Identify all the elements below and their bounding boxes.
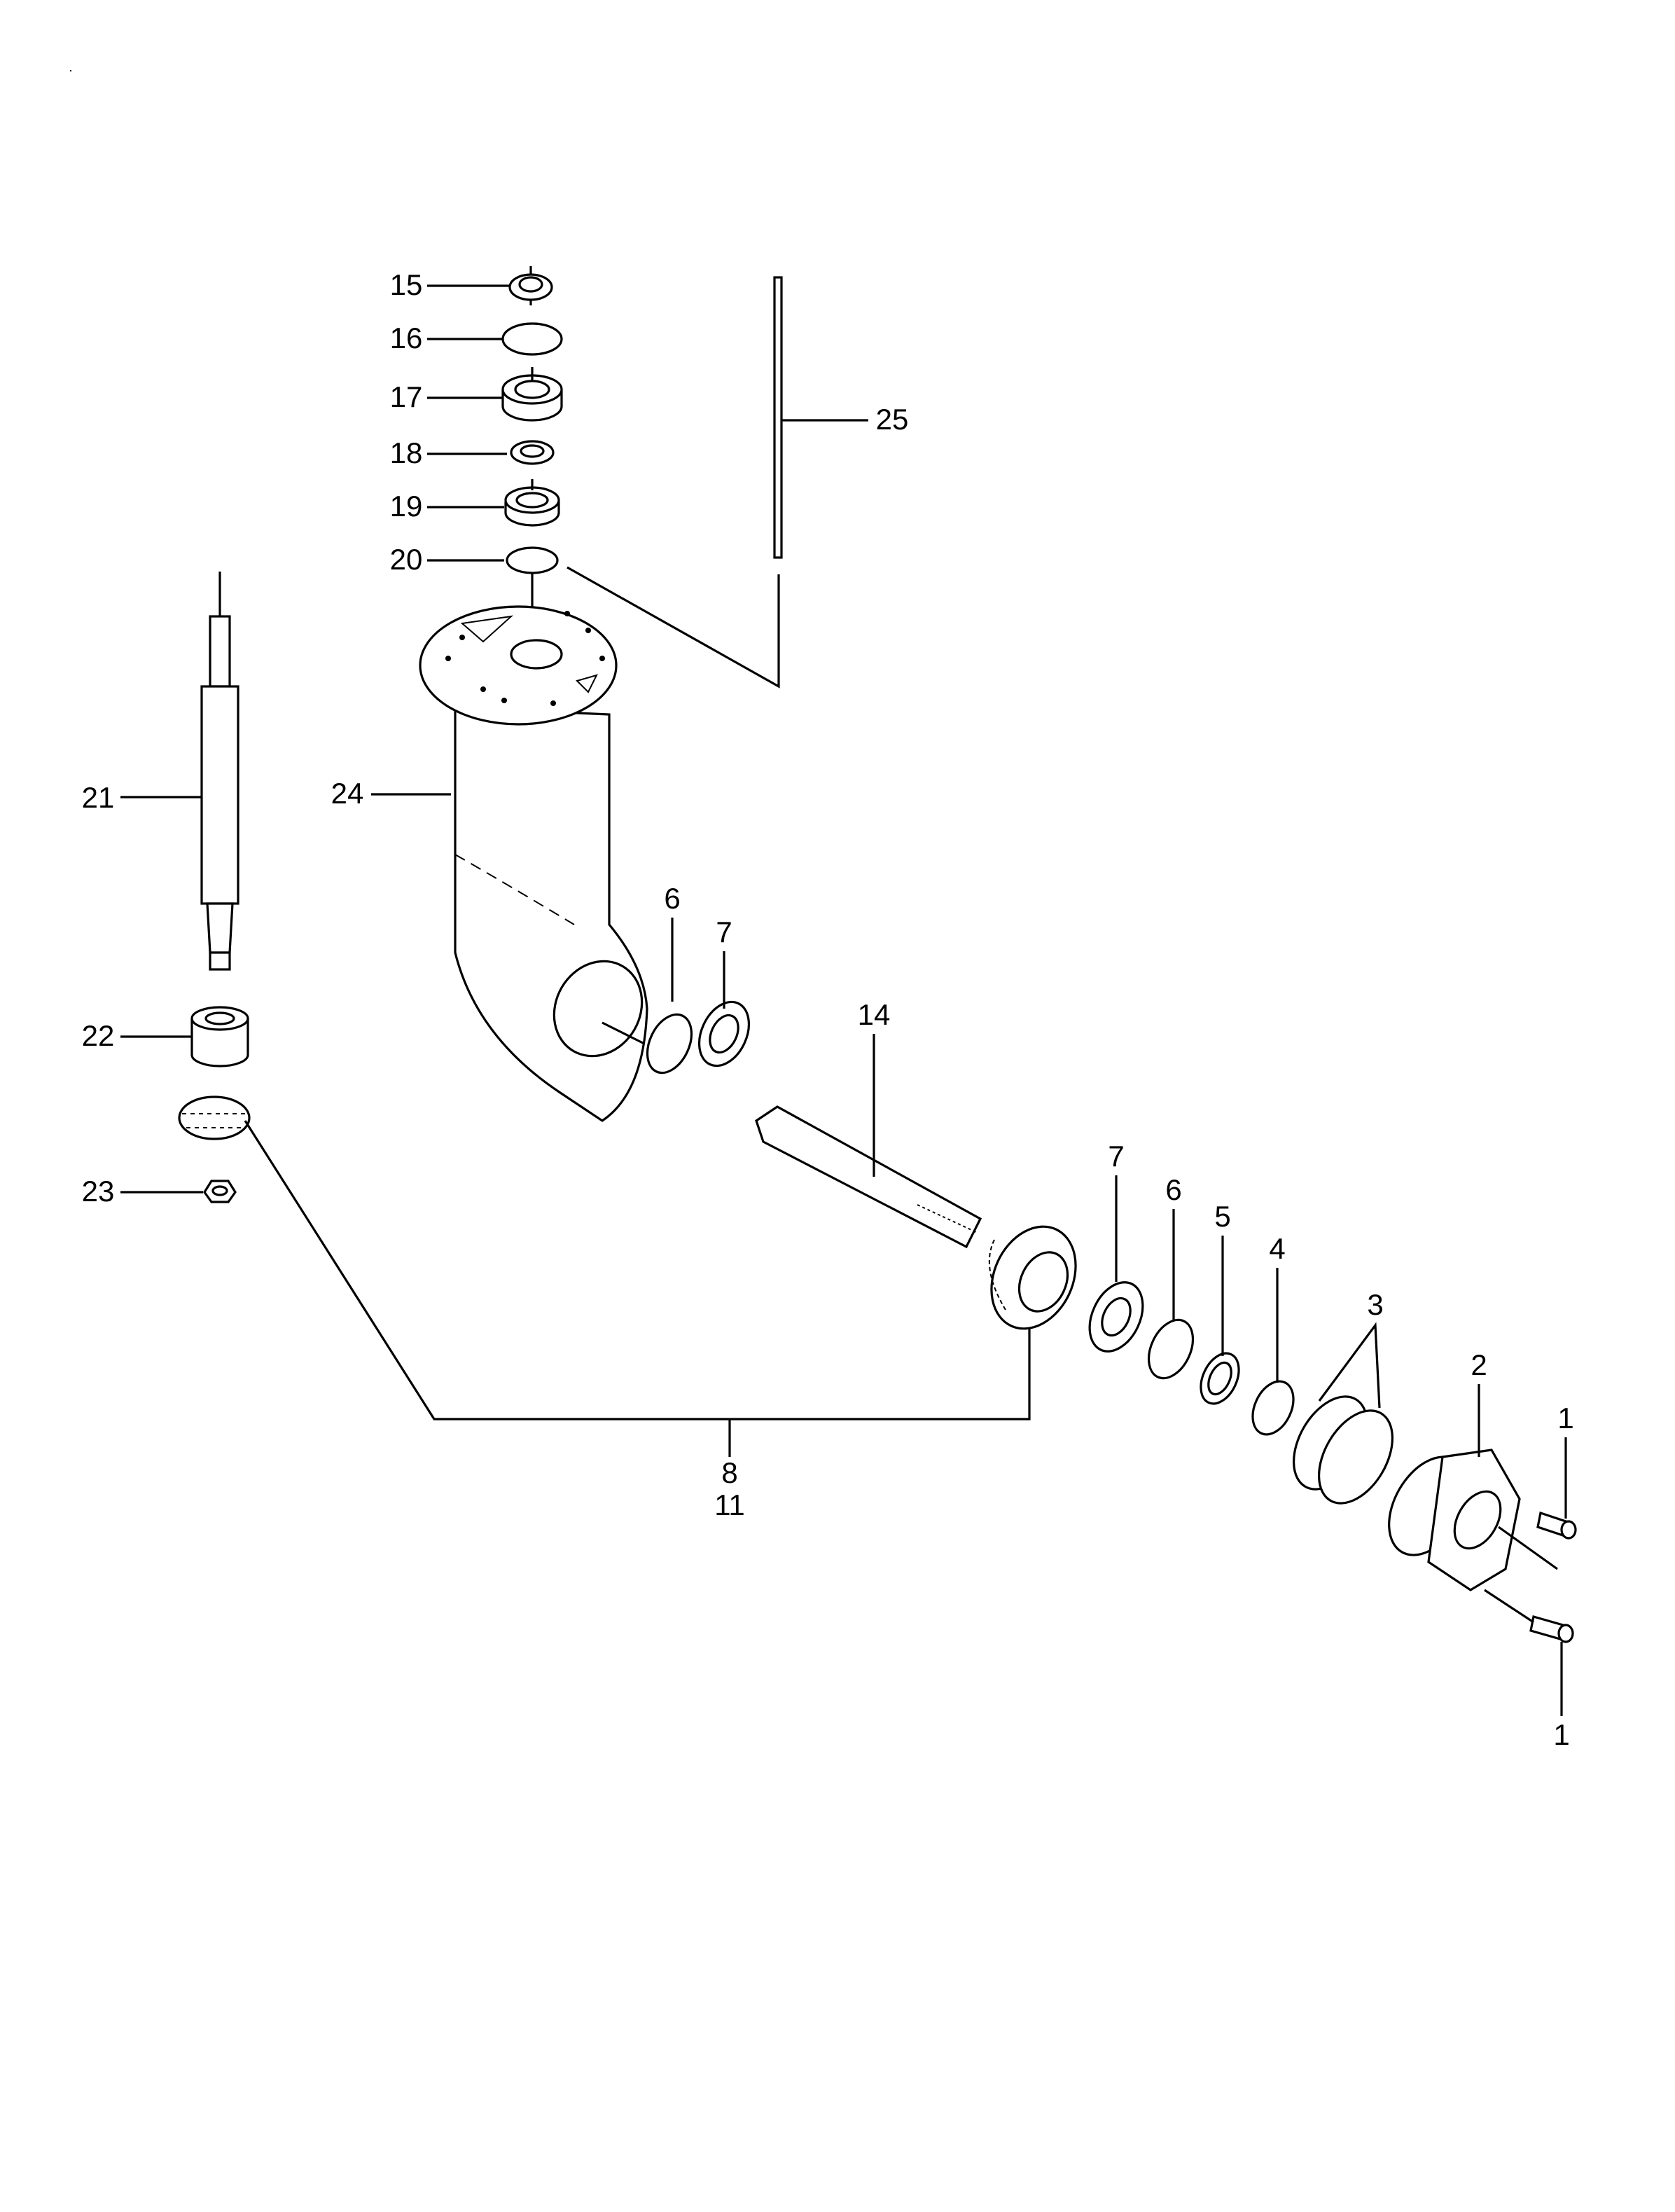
callout-6-right: 6: [1165, 1173, 1181, 1206]
part-6-ring-left: [646, 918, 693, 1074]
part-5-spacer: [1200, 1236, 1240, 1405]
part-22-bearing: [120, 1006, 249, 1067]
part-18-spacer: [427, 440, 555, 465]
part-1-screw-lower: [1484, 1589, 1574, 1716]
part-6-ring-right: [1147, 1209, 1195, 1380]
part-21-vertical-shaft: [120, 572, 239, 971]
part-24-gear-housing: [371, 605, 648, 1122]
callout-22: 22: [82, 1019, 115, 1052]
callout-1-upper: 1: [1557, 1402, 1573, 1435]
callout-16: 16: [390, 322, 423, 354]
part-7-bearing-right: [1088, 1175, 1144, 1353]
callout-14: 14: [858, 998, 891, 1031]
part-3-orings: [1292, 1322, 1394, 1505]
part-16-ring: [427, 322, 563, 356]
corner-dot: [70, 70, 71, 71]
callout-18: 18: [390, 436, 423, 469]
callout-11: 11: [714, 1488, 745, 1521]
callout-1-lower: 1: [1553, 1718, 1569, 1751]
part-1-screw-upper: [1536, 1437, 1577, 1540]
callout-24: 24: [331, 777, 364, 810]
callout-6-left: 6: [664, 882, 680, 915]
callout-23: 23: [82, 1175, 115, 1208]
callout-7-left: 7: [716, 915, 732, 948]
callout-2: 2: [1471, 1348, 1487, 1381]
part-pinion-gear: [178, 1095, 1031, 1420]
callout-8: 8: [721, 1456, 737, 1489]
callout-3: 3: [1367, 1288, 1383, 1321]
callout-20: 20: [390, 543, 423, 576]
callout-15: 15: [390, 268, 423, 301]
part-17-bearing: [427, 367, 563, 422]
part-7-bearing-left: [698, 951, 750, 1067]
callout-5: 5: [1214, 1200, 1230, 1233]
part-15-nut: [427, 266, 553, 305]
part-8-11-bevel-gear: [988, 1225, 1077, 1330]
callout-25: 25: [876, 403, 909, 436]
part-19-bearing: [427, 479, 560, 527]
part-2-bearing-carrier: [1388, 1384, 1558, 1591]
callout-17: 17: [390, 380, 423, 413]
part-4-seal: [1251, 1268, 1295, 1436]
callout-19: 19: [390, 490, 423, 523]
callout-7-right: 7: [1108, 1140, 1124, 1173]
part-23-nut: [120, 1180, 237, 1203]
callout-4: 4: [1269, 1232, 1285, 1265]
callout-21: 21: [82, 781, 115, 814]
part-14-propeller-shaft: [755, 1034, 982, 1249]
part-25-rod: [567, 276, 868, 689]
